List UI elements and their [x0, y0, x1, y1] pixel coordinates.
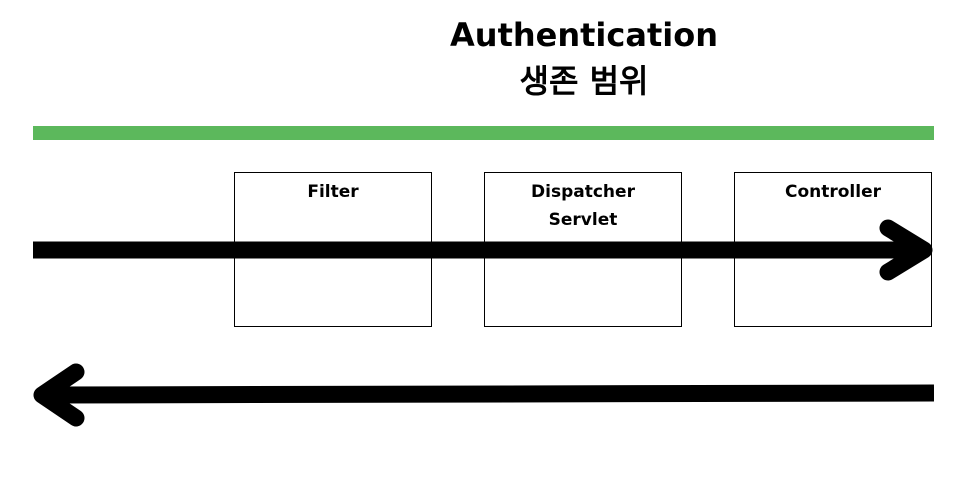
filter-label: Filter [307, 182, 359, 202]
diagram-title: Authentication 생존 범위 [384, 12, 784, 104]
authentication-scope-bar [33, 126, 934, 140]
response-arrow [33, 363, 935, 427]
request-arrow [33, 219, 933, 281]
controller-label: Controller [784, 182, 881, 202]
dispatcher-servlet-label: Dispatcher Servlet [531, 182, 635, 230]
title-line-1: Authentication [450, 16, 718, 54]
title-line-2: 생존 범위 [519, 62, 649, 100]
